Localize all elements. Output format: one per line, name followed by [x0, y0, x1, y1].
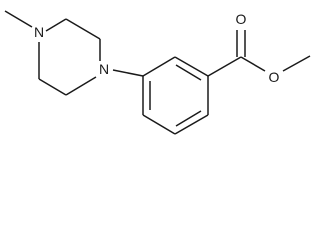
benzene-inner-bond: [175, 64, 202, 81]
chemical-structure: N N O O: [4, 10, 311, 135]
piperazine-bond: [38, 78, 67, 96]
n-aryl-bond: [112, 69, 144, 77]
benzene-bond: [142, 56, 176, 77]
ester-group: [207, 30, 311, 77]
aryl-carbonyl-bond: [207, 56, 242, 77]
piperazine-bond: [65, 76, 97, 96]
ester-o-methyl-bond: [282, 55, 311, 72]
benzene-bond: [142, 114, 176, 135]
ester-o-label: O: [269, 69, 280, 85]
piperazine-n-bottom-label: N: [99, 61, 109, 77]
carbonyl-ester-o-bond: [240, 56, 266, 72]
piperazine-n-top-label: N: [34, 24, 44, 40]
piperazine-ring: [38, 18, 101, 96]
benzene-inner-bond: [175, 110, 202, 127]
carbonyl-o-label: O: [236, 11, 247, 27]
piperazine-bond: [65, 18, 101, 40]
methyl-n-bond: [4, 10, 33, 28]
benzene-ring: [142, 56, 209, 135]
benzene-bond: [174, 56, 209, 77]
benzene-bond: [174, 114, 209, 135]
piperazine-bond: [45, 18, 67, 32]
